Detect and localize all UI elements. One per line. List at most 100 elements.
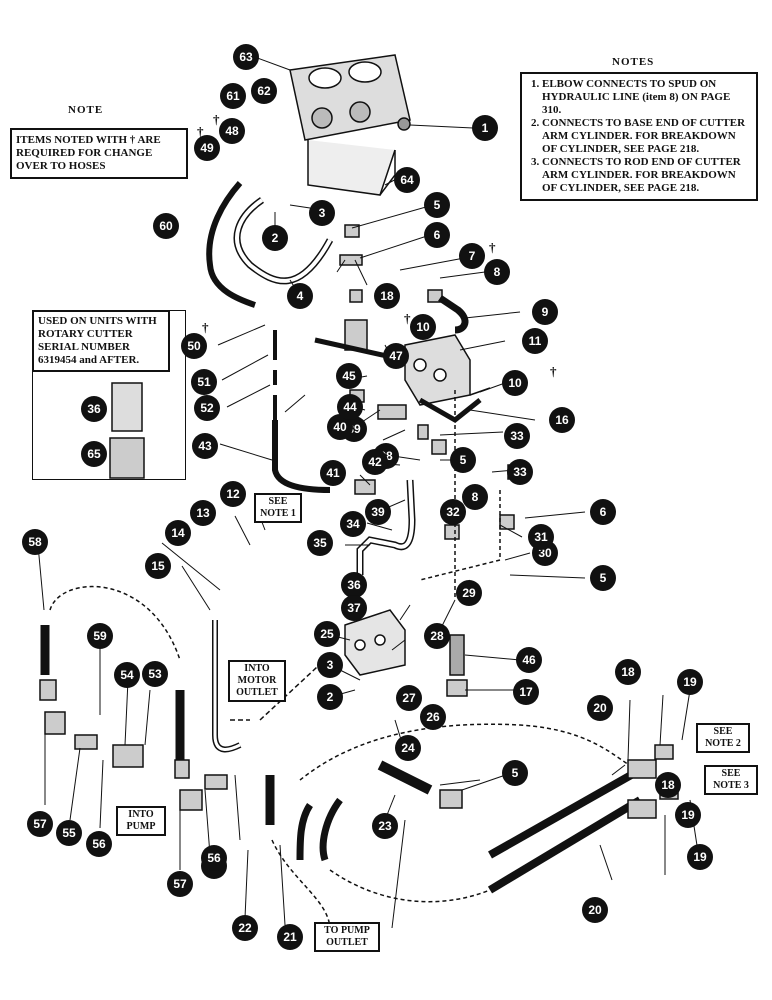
callout-bubble: [194, 395, 220, 421]
note-item-1: ELBOW CONNECTS TO SPUD ON HYDRAULIC LINE…: [542, 78, 752, 117]
callout-number: 26: [426, 710, 440, 724]
callout-number: 27: [402, 691, 416, 705]
callout-bubble: [410, 314, 436, 340]
callout-1: 1: [472, 115, 498, 141]
callout-bubble: [420, 704, 446, 730]
callout-bubble: [450, 447, 476, 473]
callout-number: 44: [343, 400, 357, 414]
callout-bubble: [233, 44, 259, 70]
callout-number: 53: [148, 667, 162, 681]
tag-into-pump: INTO PUMP: [116, 806, 166, 836]
callout-bubble: [153, 213, 179, 239]
callout-bubble: [81, 396, 107, 422]
callout-number: 55: [62, 826, 76, 840]
callout-bubble: [484, 259, 510, 285]
callout-36: 36: [81, 396, 107, 422]
callout-number: 36: [347, 578, 361, 592]
callout-bubble: [307, 530, 333, 556]
block-11: [404, 334, 471, 406]
callout-bubble: [287, 283, 313, 309]
callout-number: 16: [555, 413, 569, 427]
callout-bubble: [532, 299, 558, 325]
callout-number: 57: [173, 877, 187, 891]
callout-31: 31: [528, 524, 554, 550]
callout-number: 58: [28, 535, 42, 549]
callout-37: 37: [341, 595, 367, 621]
callout-bubble: [192, 433, 218, 459]
hose-43: [272, 420, 331, 493]
callout-number: 62: [257, 84, 271, 98]
callout-number: 2: [272, 231, 279, 245]
callout-19: 19: [687, 844, 713, 870]
callout-number: 42: [368, 455, 382, 469]
callout-21: 21: [277, 924, 303, 950]
callout-bubble: [201, 845, 227, 871]
callout-41: 41: [320, 460, 346, 486]
callout-number: 57: [33, 817, 47, 831]
callout-number: 33: [510, 429, 524, 443]
note-item-3: CONNECTS TO ROD END OF CUTTER ARM CYLIND…: [542, 156, 752, 195]
dagger-7: †: [489, 240, 496, 255]
callout-bubble: [394, 167, 420, 193]
callout-number: 35: [313, 536, 327, 550]
callout-number: 56: [92, 837, 106, 851]
callout-number: 64: [400, 173, 414, 187]
callout-number: 50: [187, 339, 201, 353]
callout-number: 39: [371, 505, 385, 519]
callout-bubble: [549, 407, 575, 433]
callout-number: 21: [283, 930, 297, 944]
callout-number: 6: [600, 505, 607, 519]
callout-15: 15: [145, 553, 171, 579]
callout-number: 52: [200, 401, 214, 415]
callout-number: 18: [380, 289, 394, 303]
callout-7: 7: [459, 243, 485, 269]
callout-bubble: [590, 565, 616, 591]
callout-bubble: [220, 83, 246, 109]
callout-number: 61: [226, 89, 240, 103]
callout-40: 40: [327, 414, 353, 440]
tag-see-note-2: SEE NOTE 2: [696, 723, 750, 753]
callout-6: 6: [424, 222, 450, 248]
note-item-2: CONNECTS TO BASE END OF CUTTER ARM CYLIN…: [542, 117, 752, 156]
callout-23: 23: [372, 813, 398, 839]
callout-50: 50: [181, 333, 207, 359]
callout-bubble: [677, 669, 703, 695]
callout-bubble: [456, 580, 482, 606]
callout-number: 37: [347, 601, 361, 615]
dagger-49: †: [197, 124, 204, 139]
callout-bubble: [582, 897, 608, 923]
callout-28: 28: [424, 623, 450, 649]
callout-number: 45: [342, 369, 356, 383]
callout-bubble: [615, 659, 641, 685]
callout-number: 10: [508, 376, 522, 390]
callout-number: 56: [207, 851, 221, 865]
tag-see-note-1: SEE NOTE 1: [254, 493, 302, 523]
callout-bubble: [374, 283, 400, 309]
callout-bubble: [528, 524, 554, 550]
callout-bubble: [396, 685, 422, 711]
callout-number: 41: [326, 466, 340, 480]
callout-59: 59: [87, 623, 113, 649]
callout-bubble: [687, 844, 713, 870]
callout-35: 35: [307, 530, 333, 556]
hose-49: [206, 181, 256, 308]
callout-bubble: [395, 735, 421, 761]
callout-bubble: [424, 623, 450, 649]
callout-16: 16: [549, 407, 575, 433]
callout-bubble: [317, 684, 343, 710]
callout-61: 61: [220, 83, 246, 109]
callout-number: 19: [693, 850, 707, 864]
callout-number: 65: [87, 447, 101, 461]
callout-4: 4: [287, 283, 313, 309]
callout-bubble: [462, 484, 488, 510]
callout-bubble: [504, 423, 530, 449]
callout-45: 45: [336, 363, 362, 389]
callout-46: 46: [516, 647, 542, 673]
callout-number: 36: [87, 402, 101, 416]
callout-bubble: [317, 652, 343, 678]
callout-24: 24: [395, 735, 421, 761]
callout-56: 56: [201, 845, 227, 871]
callout-33: 33: [504, 423, 530, 449]
callout-3: 3: [309, 200, 335, 226]
callout-51: 51: [191, 369, 217, 395]
